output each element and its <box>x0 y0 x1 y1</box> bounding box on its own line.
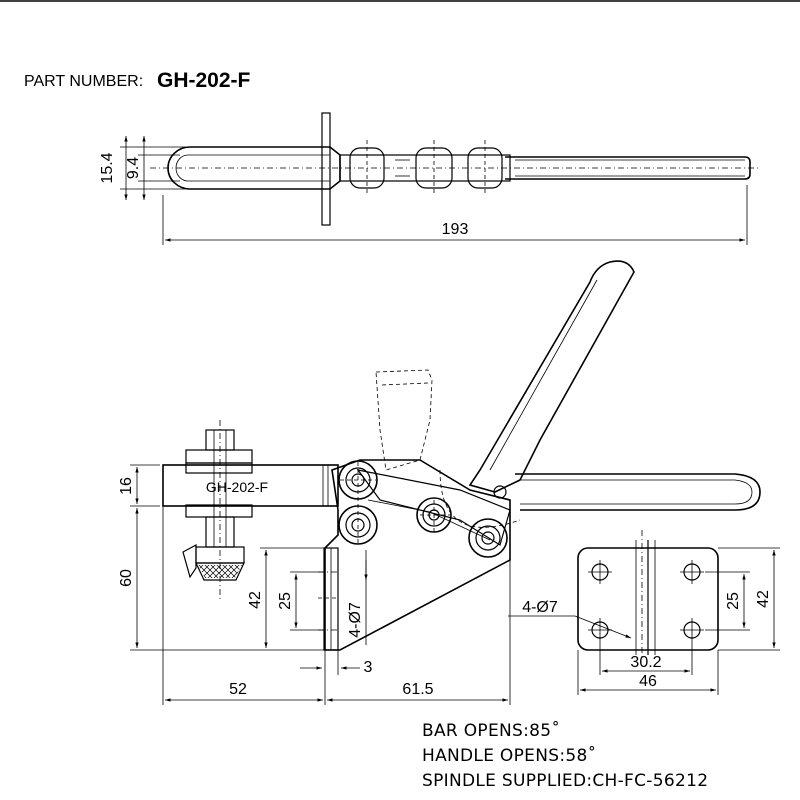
base-hole-4 <box>680 618 704 642</box>
top-flange <box>321 112 331 226</box>
dim-52: 52 <box>229 681 247 698</box>
note-bar-opens: BAR OPENS:85˚ <box>422 720 560 741</box>
base-hole-2 <box>680 560 704 584</box>
dim-25-base: 25 <box>725 592 742 610</box>
side-view: GH-202-F <box>118 260 761 705</box>
pivot-4 <box>468 518 508 558</box>
dim-42-base: 42 <box>755 590 772 608</box>
dim-holes-side: 4-Ø7 <box>347 602 364 638</box>
note-spindle: SPINDLE SUPPLIED:CH-FC-56212 <box>422 771 708 791</box>
dim-60: 60 <box>118 569 135 587</box>
handle-closed <box>515 473 761 511</box>
dim-25-side: 25 <box>277 592 294 610</box>
dim-42-side: 42 <box>247 591 264 609</box>
clamp-arm <box>162 464 339 507</box>
part-number-label: PART NUMBER: <box>24 73 143 90</box>
pivot-5 <box>493 485 507 499</box>
dim-193: 193 <box>442 221 469 238</box>
base-plate-view: 4-Ø7 25 42 30.2 46 <box>508 530 780 695</box>
part-number-header: PART NUMBER: GH-202-F <box>24 69 251 92</box>
top-grip <box>167 146 341 190</box>
rubber-tip <box>198 565 242 578</box>
part-number-value: GH-202-F <box>157 69 251 92</box>
link-plate <box>356 469 511 546</box>
dim-16: 16 <box>118 477 135 495</box>
top-view: 15.4 9.4 193 <box>99 112 760 245</box>
arm-label: GH-202-F <box>206 479 268 495</box>
dim-9-4: 9.4 <box>125 157 142 179</box>
dim-3: 3 <box>364 659 373 676</box>
spec-notes: BAR OPENS:85˚ HANDLE OPENS:58˚ SPINDLE S… <box>422 720 708 791</box>
clamp-body <box>324 459 511 651</box>
base-hole-3 <box>588 618 612 642</box>
dim-61-5: 61.5 <box>402 681 433 698</box>
dim-15-4: 15.4 <box>99 152 116 183</box>
dim-46: 46 <box>639 673 657 690</box>
base-hole-1 <box>588 560 612 584</box>
note-handle-opens: HANDLE OPENS:58˚ <box>422 745 596 766</box>
dim-holes-base: 4-Ø7 <box>522 599 558 616</box>
handle-raised <box>468 260 635 493</box>
phantom-arm <box>375 369 433 471</box>
dim-30-2: 30.2 <box>630 654 661 671</box>
